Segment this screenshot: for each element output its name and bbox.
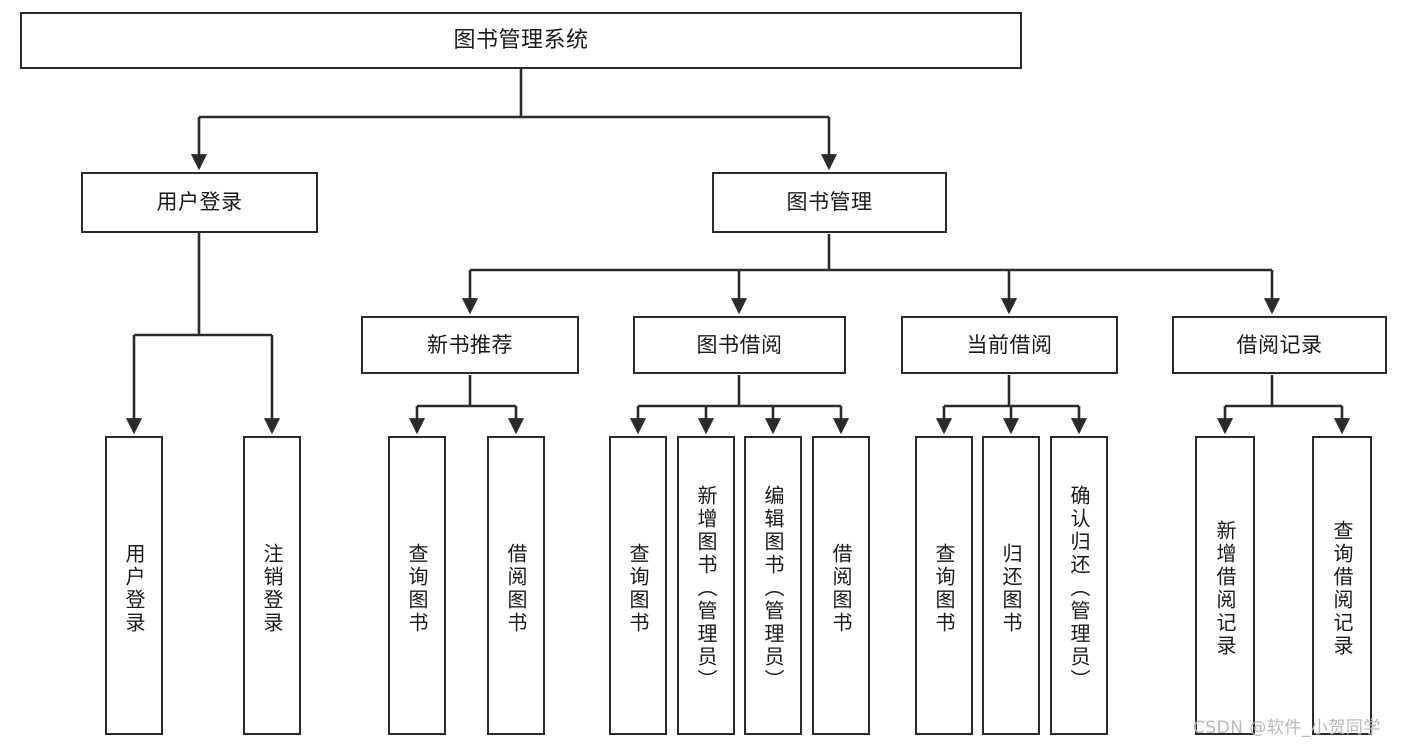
leaf-edit-book-admin[interactable]: 编辑图书（管理员） — [744, 436, 802, 735]
leaf-user-login[interactable]: 用户登录 — [105, 436, 163, 735]
leaf-add-borrow-record[interactable]: 新增借阅记录 — [1195, 436, 1255, 735]
node-label: 新书推荐 — [427, 332, 513, 357]
node-label: 用户登录 — [156, 190, 243, 215]
node-label: 图书借阅 — [696, 332, 783, 357]
node-borrow-records[interactable]: 借阅记录 — [1172, 316, 1387, 374]
leaf-query-book-new[interactable]: 查询图书 — [388, 436, 446, 735]
node-label: 编辑图书（管理员） — [761, 485, 785, 692]
node-user-login[interactable]: 用户登录 — [81, 172, 318, 233]
node-label: 图书管理 — [786, 190, 873, 215]
node-root-system[interactable]: 图书管理系统 — [20, 12, 1022, 69]
node-label: 借阅图书 — [504, 542, 528, 635]
node-label: 借阅图书 — [829, 542, 853, 635]
node-book-management[interactable]: 图书管理 — [712, 172, 947, 233]
leaf-borrow-book[interactable]: 借阅图书 — [812, 436, 870, 735]
node-label: 新增借阅记录 — [1213, 519, 1237, 658]
leaf-logout[interactable]: 注销登录 — [243, 436, 301, 735]
node-label: 确认归还（管理员） — [1067, 485, 1091, 692]
leaf-query-borrow-record[interactable]: 查询借阅记录 — [1312, 436, 1372, 735]
node-label: 归还图书 — [999, 542, 1023, 635]
node-new-book-recommend[interactable]: 新书推荐 — [361, 316, 579, 374]
node-label: 查询图书 — [932, 542, 956, 635]
watermark-text: CSDN @软件_小贺同学 — [1193, 718, 1381, 738]
node-label: 新增图书（管理员） — [694, 485, 718, 692]
leaf-query-book-current[interactable]: 查询图书 — [915, 436, 973, 735]
node-label: 图书管理系统 — [453, 27, 589, 53]
node-current-borrow[interactable]: 当前借阅 — [901, 316, 1118, 374]
leaf-query-book-borrow[interactable]: 查询图书 — [609, 436, 667, 735]
node-label: 查询借阅记录 — [1330, 519, 1354, 658]
node-label: 注销登录 — [260, 542, 284, 635]
node-book-borrow[interactable]: 图书借阅 — [633, 316, 846, 374]
node-label: 用户登录 — [122, 542, 146, 635]
leaf-borrow-book-new[interactable]: 借阅图书 — [487, 436, 545, 735]
node-label: 借阅记录 — [1236, 332, 1323, 357]
leaf-confirm-return-admin[interactable]: 确认归还（管理员） — [1050, 436, 1108, 735]
leaf-return-book[interactable]: 归还图书 — [982, 436, 1040, 735]
node-label: 当前借阅 — [966, 332, 1053, 357]
node-label: 查询图书 — [405, 542, 429, 635]
leaf-add-book-admin[interactable]: 新增图书（管理员） — [677, 436, 735, 735]
node-label: 查询图书 — [626, 542, 650, 635]
